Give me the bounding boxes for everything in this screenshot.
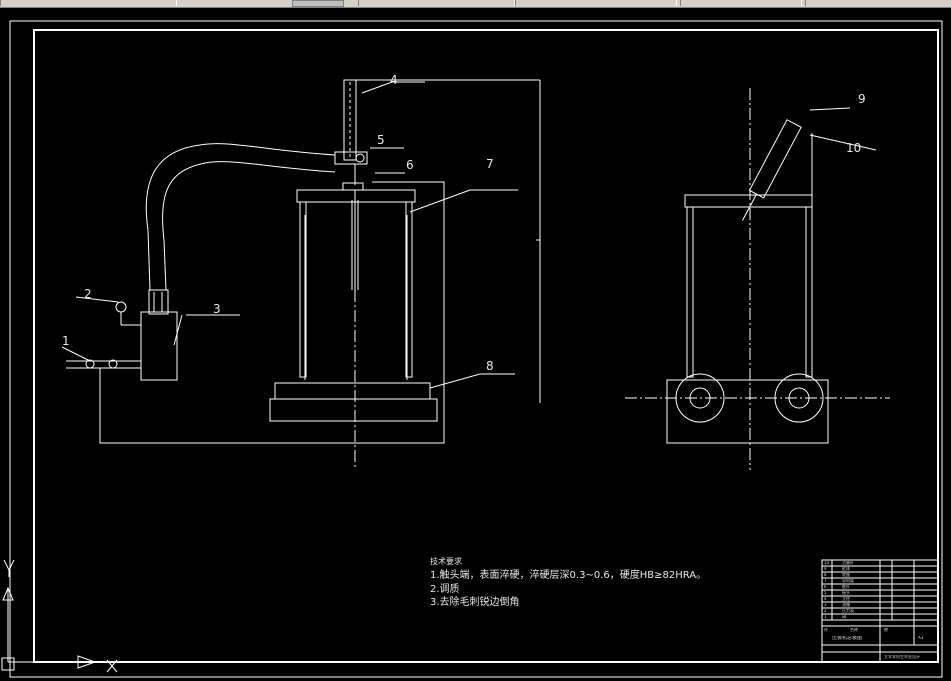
tb-header-qty: 数: [884, 628, 888, 632]
tank: [140, 311, 178, 381]
toolbar-segment[interactable]: [358, 0, 515, 6]
tech-req-item-3: 3.去除毛刺锐边倒角: [430, 597, 520, 608]
tb-part-name: 油箱: [842, 603, 850, 607]
column: [343, 79, 357, 161]
tb-part-no: 1: [824, 615, 827, 619]
tb-part-no: 10: [824, 561, 830, 565]
tech-req-item-2: 2.调质: [430, 584, 460, 595]
cylinder: [748, 119, 802, 199]
tb-part-no: 9: [824, 567, 827, 571]
callout-4: 4: [390, 73, 398, 87]
tb-part-no: 4: [824, 597, 827, 601]
callout-7: 7: [486, 157, 494, 171]
pressure-gauge: [115, 301, 127, 313]
callout-9: 9: [858, 92, 866, 106]
toolbar-segment[interactable]: [805, 0, 951, 6]
tb-scale: A3: [918, 636, 924, 640]
tb-part-name: 压力表: [842, 609, 854, 613]
top-window-strip: [0, 0, 951, 8]
tb-part-name: 推杆: [842, 585, 850, 589]
callout-2: 2: [84, 287, 92, 301]
callout-1: 1: [62, 334, 70, 348]
tb-school: 大学本科生毕业设计: [884, 655, 920, 659]
wheel: [774, 373, 824, 423]
outer-frame: [9, 20, 943, 678]
coupling: [334, 151, 368, 165]
tb-part-no: 5: [824, 591, 827, 595]
callout-10: 10: [846, 141, 862, 155]
callout-6: 6: [406, 158, 414, 172]
tb-header-no: 序: [824, 628, 828, 632]
tb-part-name: 立柱: [842, 597, 850, 601]
scrollbar-thumb[interactable]: [292, 0, 344, 7]
tb-part-name: 活塞杆: [842, 561, 854, 565]
callout-5: 5: [377, 133, 385, 147]
title-block: [821, 559, 939, 663]
tb-part-no: 3: [824, 603, 827, 607]
tb-part-no: 8: [824, 573, 827, 577]
tech-req-item-1: 1.触头端，表面淬硬，淬硬层深0.3~0.6，硬度HB≥82HRA。: [430, 570, 707, 581]
tb-part-name: 缸体: [842, 567, 850, 571]
side-view: [625, 88, 890, 470]
tb-part-no: 2: [824, 609, 827, 613]
toolbar-segment[interactable]: [515, 0, 677, 6]
tb-part-name: 阀: [842, 615, 846, 619]
callout-3: 3: [213, 302, 221, 316]
wheel: [675, 373, 725, 423]
tb-part-no: 6: [824, 585, 827, 589]
tb-part-name: 导向架: [842, 579, 854, 583]
callout-8: 8: [486, 359, 494, 373]
tb-header-name: 名称: [850, 628, 858, 632]
tb-part-name: 底座: [842, 573, 850, 577]
toolbar-segment[interactable]: [680, 0, 802, 6]
tb-part-name: 接头: [842, 591, 850, 595]
tb-part-no: 7: [824, 579, 827, 583]
toolbar-segment[interactable]: [0, 0, 177, 6]
tb-drawing-name: 压装机总装图: [832, 636, 863, 641]
inner-frame: [33, 29, 939, 663]
leader-lines: [61, 81, 877, 389]
ucs-icon: [1, 559, 118, 673]
base: [274, 382, 431, 400]
front-view: [66, 79, 541, 468]
tech-req-title: 技术要求: [430, 557, 462, 566]
top-plate: [296, 189, 416, 203]
